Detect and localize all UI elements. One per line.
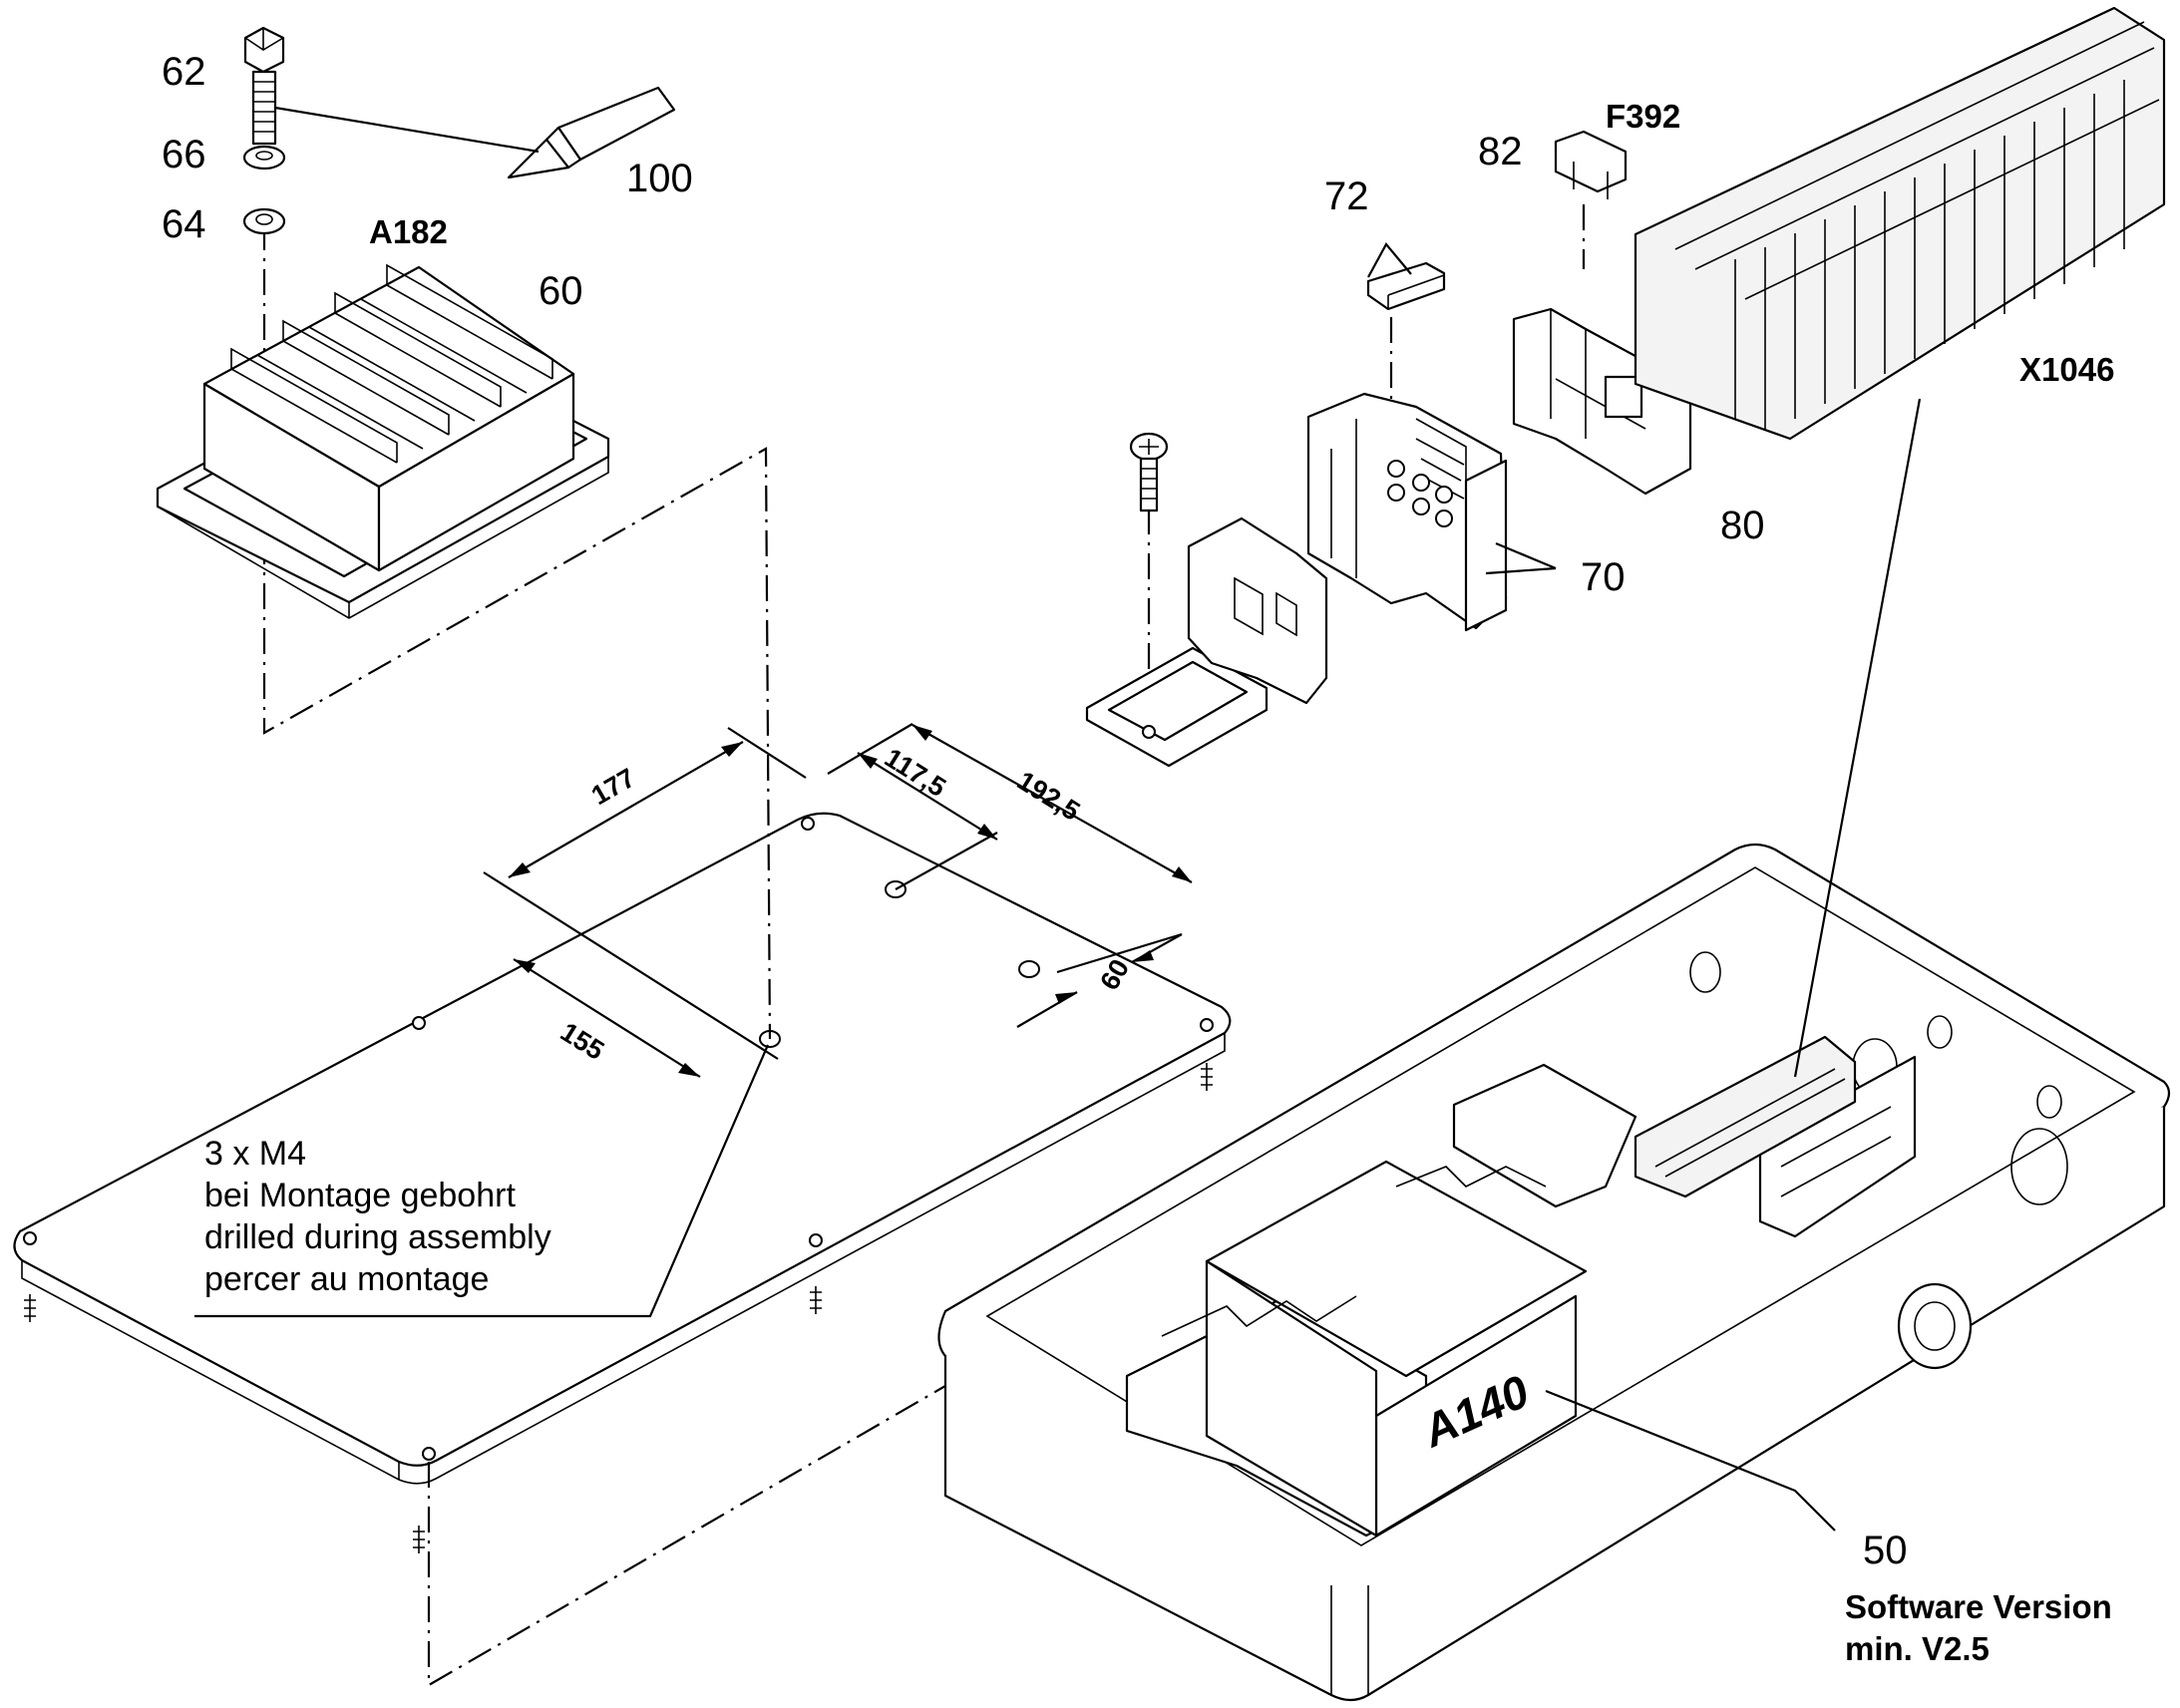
label-62: 62 — [162, 50, 206, 94]
center-lines — [262, 204, 1586, 1687]
dimension-lines — [483, 723, 1193, 1078]
dim-117-5: 117,5 — [880, 743, 951, 803]
label-72: 72 — [1324, 174, 1369, 218]
software-version-line-1: Software Version — [1845, 1588, 2112, 1625]
label-60: 60 — [539, 269, 583, 313]
bolt-62 — [243, 26, 285, 146]
label-50: 50 — [1863, 1529, 1908, 1572]
fuse-terminal-80 — [1512, 307, 1692, 496]
terminal-strip-x1046 — [1634, 6, 2166, 441]
din-rail-with-screw — [1085, 432, 1328, 768]
note-leader — [194, 1044, 770, 1318]
label-82: 82 — [1478, 130, 1523, 173]
label-66: 66 — [162, 133, 206, 176]
note-line-2: bei Montage gebohrt — [204, 1177, 516, 1214]
note-line-1: 3 x M4 — [204, 1135, 306, 1173]
note-line-3: drilled during assembly — [204, 1218, 551, 1256]
label-70: 70 — [1581, 555, 1626, 599]
electronics-module-a140: A140 — [1125, 1160, 1836, 1537]
dim-192-5: 192,5 — [1012, 766, 1085, 827]
adhesive-tube-100 — [274, 86, 676, 179]
label-x1046: X1046 — [2019, 351, 2114, 388]
label-100: 100 — [626, 157, 693, 200]
heat-sink-a182 — [156, 263, 610, 619]
software-version-line-2: min. V2.5 — [1845, 1630, 1990, 1667]
label-f392: F392 — [1606, 98, 1680, 135]
x1046-leader — [1793, 398, 1922, 1078]
terminal-blocks-70 — [1306, 392, 1557, 632]
label-64: 64 — [162, 202, 206, 246]
dim-177: 177 — [586, 763, 640, 812]
fuse-f392 — [1554, 130, 1628, 199]
mounting-plate — [13, 812, 1232, 1553]
jumper-72 — [1366, 242, 1446, 311]
label-a182: A182 — [369, 213, 448, 250]
label-80: 80 — [1720, 504, 1765, 547]
washer-66 — [242, 145, 286, 171]
note-line-4: percer au montage — [204, 1260, 489, 1298]
washer-64 — [242, 207, 286, 235]
